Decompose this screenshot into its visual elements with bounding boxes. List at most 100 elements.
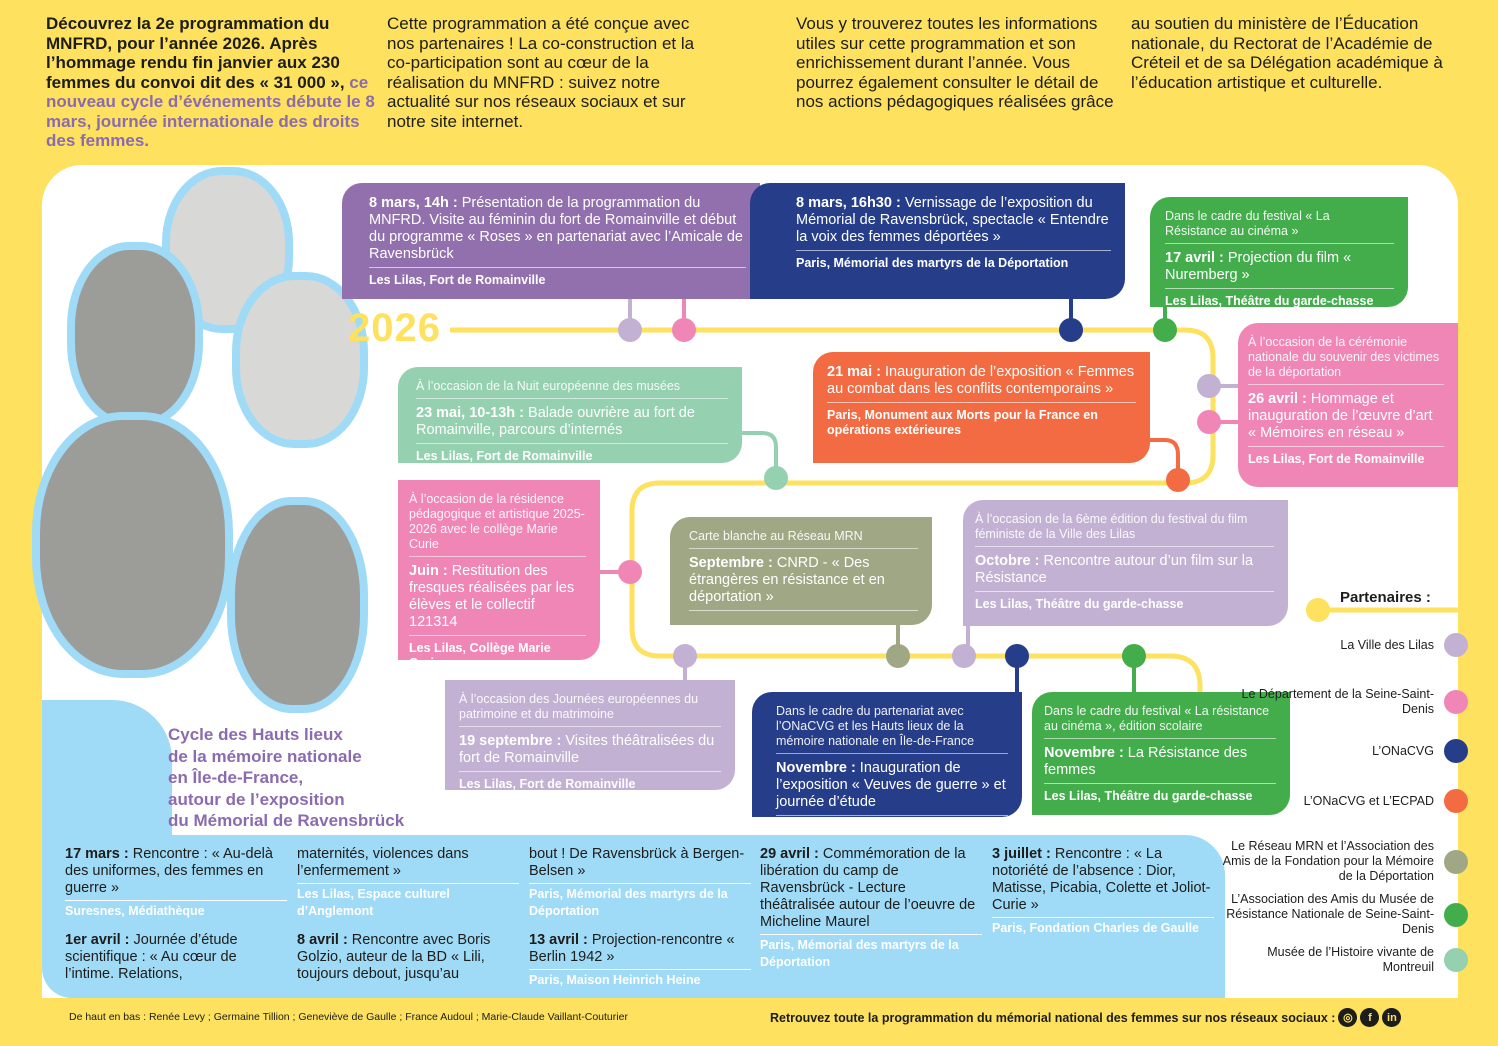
event-location: Paris, Monument aux Morts pour la France… — [827, 408, 1098, 437]
partner-item: L’ONaCVG et L’ECPAD — [1304, 789, 1468, 813]
event-description: 1er avril : Journée d’étude scientifique… — [65, 932, 287, 983]
photo-marie-claude-vaillant-couturier — [235, 505, 360, 705]
event-date: Septembre : — [689, 555, 773, 571]
event-location: Les Lilas, Fort de Romainville — [459, 777, 636, 791]
timeline-dot — [1153, 318, 1177, 342]
bottom-column: 29 avril : Commémoration de la libératio… — [760, 846, 982, 983]
partner-name: Le Réseau MRN et l’Association des Amis … — [1222, 839, 1434, 883]
event-location: Suresnes, Médiathèque — [65, 900, 287, 920]
event-date: Octobre : — [975, 553, 1040, 569]
event-text: Restitution des fresques réalisées par l… — [409, 563, 575, 630]
event-date: 1er avril : — [65, 932, 130, 948]
event-text: Rencontre autour d’un film sur la Résist… — [975, 553, 1254, 586]
event-context: À l’occasion de la Nuit européenne des m… — [416, 379, 728, 399]
photo-credits: De haut en bas : Renée Levy ; Germaine T… — [69, 1011, 628, 1023]
instagram-icon[interactable]: ◎ — [1338, 1008, 1358, 1027]
event-location: Les Lilas, Fort de Romainville — [416, 449, 593, 463]
event-location: Les Lilas, Fort de Romainville — [369, 273, 546, 287]
event-card: 8 mars, 14h : Présentation de la program… — [342, 183, 760, 299]
partner-item: Musée de l’Histoire vivante de Montreuil — [1214, 945, 1468, 975]
timeline-dot — [1166, 468, 1190, 492]
bottom-event: 1er avril : Journée d’étude scientifique… — [65, 932, 287, 983]
event-text: Balade ouvrière au fort de Romainville, … — [416, 405, 695, 438]
event-date: 21 mai : — [827, 364, 881, 380]
timeline-path — [1150, 438, 1180, 480]
event-description: 26 avril : Hommage et inauguration de l’… — [1248, 391, 1444, 447]
event-text: Rencontre : « La notoriété de l’absence … — [992, 846, 1211, 913]
facebook-icon[interactable]: f — [1360, 1008, 1380, 1027]
bottom-events-panel — [42, 835, 1225, 998]
bottom-event: bout ! De Ravensbrück à Bergen-Belsen »P… — [529, 846, 751, 920]
bottom-event: 8 avril : Rencontre avec Boris Golzio, a… — [297, 932, 519, 983]
timeline-path — [742, 431, 778, 478]
event-date: 19 septembre : — [459, 733, 562, 749]
event-text: Hommage et inauguration de l’œuvre d’art… — [1248, 391, 1433, 441]
bottom-column: 17 mars : Rencontre : « Au-delà des unif… — [65, 846, 287, 995]
event-location: Les Lilas, Espace culturel d’Anglemont — [297, 883, 519, 920]
timeline-dot — [1197, 374, 1221, 398]
event-date: 3 juillet : — [992, 846, 1051, 862]
intro-col-2: Cette programmation a été conçue avec no… — [387, 14, 695, 131]
event-date: 23 mai, 10-13h : — [416, 405, 524, 421]
event-description: 8 mars, 14h : Présentation de la program… — [369, 195, 746, 268]
bottom-column: bout ! De Ravensbrück à Bergen-Belsen »P… — [529, 846, 751, 1001]
event-description: Juin : Restitution des fresques réalisée… — [409, 563, 586, 636]
partner-name: Musée de l’Histoire vivante de Montreuil — [1267, 945, 1434, 974]
event-date: 8 avril : — [297, 932, 348, 948]
event-location: Paris, Mémorial des martyrs de la Déport… — [760, 934, 982, 971]
event-card: Dans le cadre du partenariat avec l’ONaC… — [752, 692, 1022, 817]
intro-col-1: Découvrez la 2e programmation du MNFRD, … — [46, 14, 381, 151]
partner-dot — [1444, 849, 1468, 874]
cycle-line: en Île-de-France, — [168, 768, 304, 787]
event-text: Rencontre avec Boris Golzio, auteur de l… — [297, 932, 491, 982]
timeline-dot — [618, 560, 642, 584]
timeline-dot — [1005, 644, 1029, 668]
photo-france-audoul — [40, 420, 225, 670]
cycle-title: Cycle des Hauts lieux de la mémoire nati… — [168, 724, 404, 832]
partner-dot — [1444, 739, 1468, 763]
event-text: Journée d’étude scientifique : « Au cœur… — [65, 932, 238, 982]
event-date: 29 avril : — [760, 846, 819, 862]
timeline-dot — [886, 644, 910, 668]
event-card: À l’occasion de la 6ème édition du festi… — [963, 500, 1288, 626]
event-context: À l’occasion des Journées européennes du… — [459, 692, 721, 727]
event-date: 17 avril : — [1165, 250, 1224, 266]
event-text: Vernissage de l’exposition du Mémorial d… — [796, 195, 1109, 245]
event-context: À l’occasion de la cérémonie nationale d… — [1248, 335, 1444, 385]
partner-name: Le Département de la Seine-Saint-Denis — [1241, 687, 1434, 716]
event-context: Carte blanche au Réseau MRN — [689, 529, 918, 549]
cycle-line: du Mémorial de Ravensbrück — [168, 811, 405, 830]
partner-dot — [1444, 633, 1468, 657]
event-text: Projection du film « Nuremberg » — [1165, 250, 1352, 283]
event-description: 29 avril : Commémoration de la libératio… — [760, 846, 982, 931]
event-description: 8 avril : Rencontre avec Boris Golzio, a… — [297, 932, 519, 983]
partner-name: L’ONaCVG et L’ECPAD — [1303, 793, 1434, 808]
event-location: Paris, Mémorial des martyrs de la Déport… — [796, 256, 1069, 270]
timeline-dot — [673, 644, 697, 668]
event-text: La Résistance des femmes — [1044, 745, 1248, 778]
linkedin-icon[interactable]: in — [1382, 1008, 1402, 1027]
timeline-dot — [1197, 410, 1221, 434]
event-card: À l’occasion de la Nuit européenne des m… — [398, 367, 742, 463]
year-label: 2026 — [348, 306, 441, 350]
event-description: 17 mars : Rencontre : « Au-delà des unif… — [65, 846, 287, 897]
event-description: Novembre : La Résistance des femmes — [1044, 745, 1276, 784]
partner-item: Le Département de la Seine-Saint-Denis — [1214, 687, 1468, 717]
event-context: Dans le cadre du festival « La Résistanc… — [1165, 209, 1394, 244]
event-card: À l’occasion de la résidence pédagogique… — [398, 480, 600, 670]
event-description: 8 mars, 16h30 : Vernissage de l’expositi… — [796, 195, 1111, 251]
event-date: 8 mars, 16h30 : — [796, 195, 901, 211]
bottom-event: 3 juillet : Rencontre : « La notoriété d… — [992, 846, 1214, 937]
event-text: Inauguration de l’exposition « Femmes au… — [827, 364, 1135, 397]
partner-item: La Ville des Lilas — [1340, 633, 1468, 657]
intro-bold: Découvrez la 2e programmation du MNFRD, … — [46, 14, 345, 92]
cycle-line: autour de l’exposition — [168, 789, 345, 809]
partner-name: L’ONaCVG — [1372, 743, 1434, 758]
event-text: Visites théâtralisées du fort de Romainv… — [459, 733, 715, 766]
event-location: Paris, Fondation Charles de Gaulle — [992, 917, 1214, 937]
bottom-event: 29 avril : Commémoration de la libératio… — [760, 846, 982, 971]
event-context: Dans le cadre du festival « La résistanc… — [1044, 704, 1276, 739]
event-location: Les Lilas, Théâtre du garde-chasse — [1044, 789, 1253, 803]
